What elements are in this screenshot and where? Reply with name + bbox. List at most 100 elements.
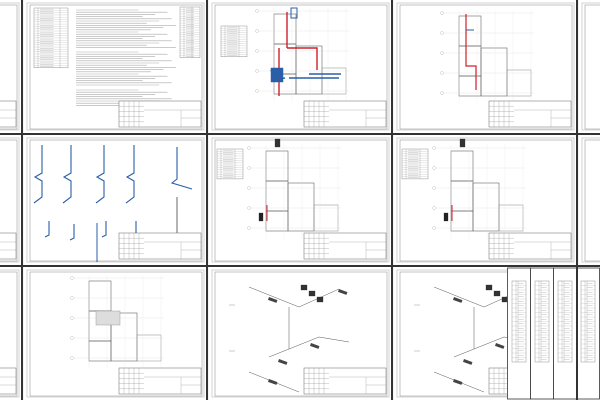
sheet-content <box>0 232 17 260</box>
sheet-inner-frame <box>29 4 203 130</box>
room-wall <box>458 45 482 77</box>
room-wall <box>321 67 347 95</box>
sheet-divider <box>21 0 23 400</box>
sheet-inner-frame <box>399 139 573 262</box>
axis-bubble <box>247 226 251 230</box>
drawing-sheet-blank-edge[interactable] <box>579 135 600 265</box>
radiator <box>267 297 278 303</box>
room-wall <box>450 180 474 212</box>
drawing-sheet-blank-edge[interactable] <box>0 135 22 265</box>
axis-bubble <box>70 336 74 340</box>
sheet-outer-border <box>26 137 205 263</box>
drawing-sheet-plan[interactable] <box>394 135 577 265</box>
radiator-block <box>300 284 308 291</box>
title-block <box>303 232 387 260</box>
drawing-sheet-plan-colored[interactable] <box>209 0 392 133</box>
sheet-drawing <box>211 2 390 131</box>
axis-bubble <box>70 296 74 300</box>
drawing-sheet-blank-edge[interactable] <box>0 0 22 133</box>
room-wall <box>450 150 474 182</box>
drawing-sheet-risers[interactable] <box>24 135 207 265</box>
title-block <box>488 232 572 260</box>
sheet-outer-border <box>211 269 390 398</box>
radiator-block <box>308 290 316 297</box>
boiler-icon <box>459 138 466 148</box>
radiator <box>277 359 288 365</box>
heating-pipe-red <box>278 12 318 96</box>
sheet-drawing <box>211 269 390 398</box>
sheet-outer-border <box>581 2 600 131</box>
axis-bubble <box>432 226 436 230</box>
sheet-inner-frame <box>0 271 18 397</box>
room-wall <box>498 204 524 232</box>
room-wall <box>313 204 339 232</box>
axis-bubble <box>247 166 251 170</box>
axis-bubble <box>247 186 251 190</box>
isometric-pipe <box>433 286 485 308</box>
axis-bubble <box>440 31 444 35</box>
isometric-pipe <box>453 336 505 358</box>
sheet-inner-frame <box>584 4 600 130</box>
axis-bubble <box>70 276 74 280</box>
axis-bubble <box>247 206 251 210</box>
axis-bubble <box>440 91 444 95</box>
sheet-divider <box>576 0 578 400</box>
sheet-inner-frame <box>584 139 600 262</box>
sheet-drawing <box>507 267 600 400</box>
drawing-sheet-tables[interactable] <box>507 267 600 400</box>
drawing-sheet-blank-edge[interactable] <box>579 0 600 133</box>
drawing-sheet-plan-gray[interactable] <box>24 267 207 400</box>
room-wall <box>136 334 162 362</box>
sheet-outer-border <box>396 137 575 263</box>
sheet-inner-frame <box>214 271 388 397</box>
radiator <box>452 379 463 385</box>
room-wall <box>88 280 112 312</box>
riser-pipe <box>95 145 105 204</box>
radiator <box>309 343 320 349</box>
sheet-content <box>216 138 387 260</box>
room-wall <box>265 180 289 212</box>
title-block <box>0 232 17 260</box>
axis-bubble <box>255 89 259 93</box>
axis-bubble <box>432 146 436 150</box>
drawing-sheet-blank-edge[interactable] <box>0 267 22 400</box>
riser-pipe <box>101 221 107 238</box>
radiator <box>462 359 473 365</box>
title-block <box>303 100 387 128</box>
drawing-sheet-plan-red[interactable] <box>394 0 577 133</box>
heating-pipe-red <box>465 14 477 90</box>
axis-bubble <box>440 51 444 55</box>
sheet-drawing <box>26 2 205 131</box>
drawing-sheet-text-spec[interactable] <box>24 0 207 133</box>
axis-bubble <box>255 69 259 73</box>
title-block <box>488 100 572 128</box>
sheet-outer-border <box>0 269 20 398</box>
axis-bubble <box>247 146 251 150</box>
sheet-drawing <box>26 269 205 398</box>
sheet-outer-border <box>211 137 390 263</box>
drawing-sheet-isometric[interactable] <box>209 267 392 400</box>
radiator <box>290 7 298 19</box>
sheet-outer-border <box>211 2 390 131</box>
sheet-drawing <box>581 137 600 263</box>
radiator-block <box>316 296 324 303</box>
room-wall <box>480 47 508 97</box>
axis-bubble <box>432 166 436 170</box>
axis-bubble <box>70 316 74 320</box>
axis-bubble <box>432 206 436 210</box>
room-wall <box>295 45 323 95</box>
sheet-content <box>33 6 202 128</box>
axis-bubble <box>255 29 259 33</box>
sheet-inner-frame <box>29 271 203 397</box>
riser-pipe <box>69 224 75 241</box>
radiator <box>337 289 348 295</box>
radiator <box>452 297 463 303</box>
isometric-pipe <box>318 336 350 343</box>
spec-table <box>401 148 429 180</box>
sheet-drawing <box>26 137 205 263</box>
drawing-sheet-plan[interactable] <box>209 135 392 265</box>
radiator <box>494 343 505 349</box>
sheet-drawing <box>0 269 20 398</box>
sheet-divider <box>206 0 208 400</box>
